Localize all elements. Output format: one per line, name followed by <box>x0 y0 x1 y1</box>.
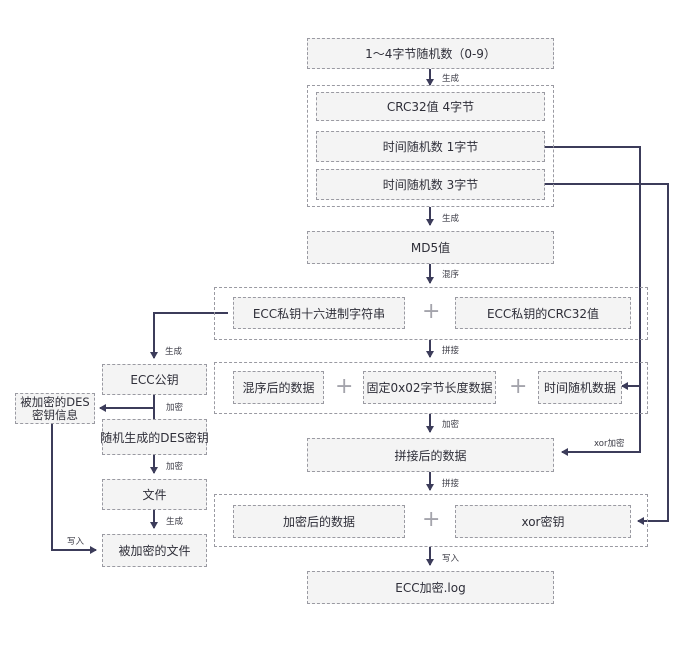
edge-label-generate: 生成 <box>166 517 184 527</box>
ecc-group <box>214 287 648 340</box>
header-group <box>307 85 554 207</box>
edge-label-xor-encrypt: xor加密 <box>594 439 625 449</box>
arrow-desinfo-to-encfile <box>51 424 97 554</box>
arrow-ecc-to-pubkey <box>150 312 228 359</box>
md5-value: MD5值 <box>307 231 554 264</box>
concat-group <box>214 362 648 414</box>
random-des-key: 随机生成的DES密钥 <box>100 419 209 455</box>
edge-label-write: 写入 <box>67 537 85 547</box>
time-random-3-bytes: 时间随机数 3字节 <box>316 169 545 200</box>
random-1-4-bytes: 1～4字节随机数（0-9） <box>307 38 554 69</box>
fixed-length-data: 固定0x02字节长度数据 <box>363 371 496 404</box>
file: 文件 <box>102 479 207 510</box>
arrow-timerand3-to-xorkey <box>545 183 669 525</box>
edge-label-encrypt: 加密 <box>442 420 460 430</box>
concatenated-data: 拼接后的数据 <box>307 438 554 472</box>
ecc-private-key-crc32: ECC私钥的CRC32值 <box>455 297 631 329</box>
plus-symbol: + <box>422 507 441 532</box>
time-random-1-byte: 时间随机数 1字节 <box>316 131 545 162</box>
ecc-private-key-hex: ECC私钥十六进制字符串 <box>233 297 405 329</box>
time-random-data: 时间随机数据 <box>538 371 622 404</box>
edge-label-shuffle: 混序 <box>442 270 460 280</box>
encrypted-data: 加密后的数据 <box>233 505 405 538</box>
edge-label-generate: 生成 <box>442 214 460 224</box>
edge-label-write: 写入 <box>442 554 460 564</box>
edge-label-generate: 生成 <box>165 347 183 357</box>
ecc-public-key: ECC公钥 <box>102 364 207 395</box>
edge-label-generate: 生成 <box>442 74 460 84</box>
plus-symbol: + <box>422 299 441 324</box>
crc32-value: CRC32值 4字节 <box>316 92 545 121</box>
shuffled-data: 混序后的数据 <box>233 371 324 404</box>
xor-group <box>214 494 648 547</box>
edge-label-encrypt: 加密 <box>166 462 184 472</box>
edge-label-concat: 拼接 <box>442 346 460 356</box>
encrypted-file: 被加密的文件 <box>102 534 207 567</box>
arrow-timerand1-to-xor <box>545 146 641 456</box>
plus-symbol: + <box>335 374 354 399</box>
ecc-log-file: ECC加密.log <box>307 571 554 604</box>
edge-label-encrypt: 加密 <box>166 403 184 413</box>
encrypted-des-key-info: 被加密的DES 密钥信息 <box>15 393 95 424</box>
xor-key: xor密钥 <box>455 505 631 538</box>
edge-label-concat: 拼接 <box>442 479 460 489</box>
plus-symbol: + <box>509 374 528 399</box>
arrow-pubkey-to-desinfo <box>99 395 155 412</box>
